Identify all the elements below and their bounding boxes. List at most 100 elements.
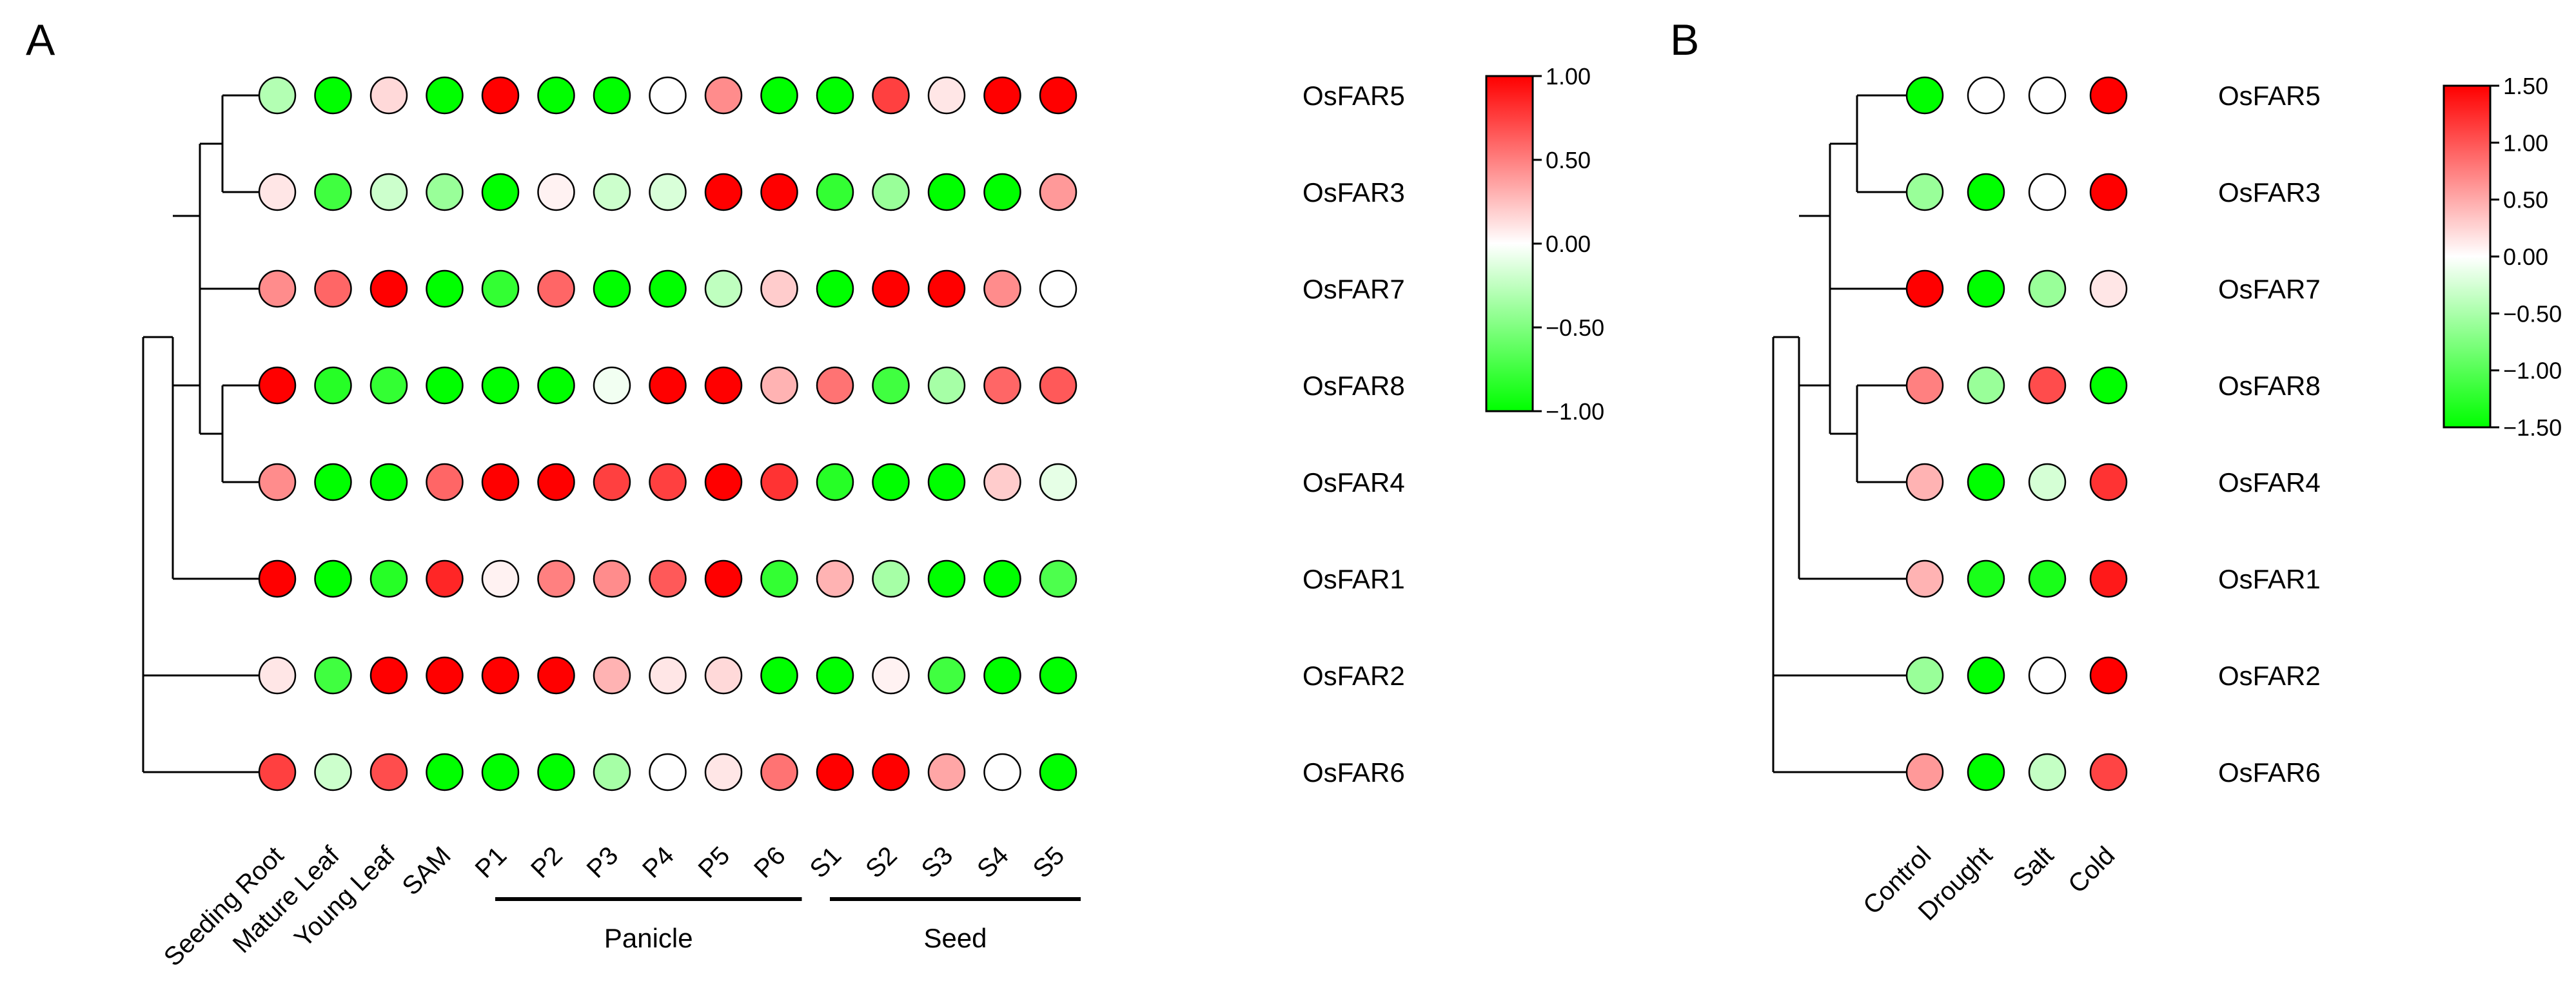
heatmap-cell <box>537 173 575 211</box>
panel-b-colorbar-ticks: 1.501.000.500.00−0.50−1.00−1.50 <box>2490 73 2562 441</box>
row-label: OsFAR8 <box>1303 371 1405 401</box>
heatmap-cell <box>481 76 520 115</box>
heatmap-cell <box>369 463 408 501</box>
heatmap-cell <box>927 463 966 501</box>
heatmap-cell <box>593 269 631 308</box>
heatmap-cell <box>1039 656 1077 695</box>
heatmap-cell <box>593 559 631 598</box>
heatmap-cell <box>816 753 854 791</box>
heatmap-cell <box>983 559 1021 598</box>
row-label: OsFAR6 <box>2218 757 2321 788</box>
heatmap-cell <box>2028 269 2067 308</box>
heatmap-cell <box>593 173 631 211</box>
row-label: OsFAR8 <box>2218 371 2321 401</box>
heatmap-cell <box>1967 76 2005 115</box>
heatmap-cell <box>2089 269 2128 308</box>
heatmap-cell <box>2089 76 2128 115</box>
heatmap-cell <box>872 463 910 501</box>
heatmap-cell <box>314 76 352 115</box>
heatmap-cell <box>927 656 966 695</box>
heatmap-cell <box>760 269 798 308</box>
heatmap-cell <box>816 463 854 501</box>
heatmap-cell <box>704 269 743 308</box>
heatmap-cell <box>1039 753 1077 791</box>
heatmap-cell <box>2089 463 2128 501</box>
heatmap-cell <box>983 753 1021 791</box>
heatmap-cell <box>872 269 910 308</box>
heatmap-cell <box>1905 76 1944 115</box>
heatmap-cell <box>1967 463 2005 501</box>
row-label: OsFAR7 <box>2218 274 2321 304</box>
heatmap-cell <box>1039 366 1077 405</box>
heatmap-cell <box>1039 269 1077 308</box>
heatmap-cell <box>816 76 854 115</box>
column-label: P3 <box>582 841 624 884</box>
heatmap-cell <box>2089 173 2128 211</box>
heatmap-cell <box>1905 463 1944 501</box>
heatmap-cell <box>426 656 464 695</box>
colorbar-tick-label: −1.00 <box>2503 358 2562 384</box>
heatmap-cell <box>2089 753 2128 791</box>
panel-b-row-labels: OsFAR5OsFAR3OsFAR7OsFAR8OsFAR4OsFAR1OsFA… <box>2218 81 2321 788</box>
panel-b-letter: B <box>1670 15 1699 64</box>
heatmap-cell <box>258 463 297 501</box>
heatmap-cell <box>314 269 352 308</box>
heatmap-cell <box>816 559 854 598</box>
heatmap-cell <box>426 559 464 598</box>
heatmap-cell <box>927 559 966 598</box>
column-label: S3 <box>916 841 959 884</box>
heatmap-cell <box>1967 656 2005 695</box>
row-label: OsFAR6 <box>1303 757 1405 788</box>
heatmap-cell <box>983 463 1021 501</box>
heatmap-cell <box>314 463 352 501</box>
row-label: OsFAR4 <box>2218 467 2321 498</box>
heatmap-cell <box>258 366 297 405</box>
heatmap-cell <box>258 76 297 115</box>
heatmap-cell <box>872 173 910 211</box>
heatmap-cell <box>2028 753 2067 791</box>
heatmap-cell <box>760 366 798 405</box>
heatmap-cell <box>760 753 798 791</box>
heatmap-cell <box>593 753 631 791</box>
heatmap-cell <box>593 656 631 695</box>
heatmap-cell <box>481 559 520 598</box>
colorbar-tick-label: 0.00 <box>2503 244 2548 270</box>
heatmap-cell <box>816 656 854 695</box>
heatmap-cell <box>593 76 631 115</box>
heatmap-cell <box>481 366 520 405</box>
heatmap-cell <box>426 366 464 405</box>
heatmap-cell <box>369 366 408 405</box>
heatmap-cell <box>369 76 408 115</box>
panel-a: A OsFAR5OsFAR3OsFAR7OsFAR8OsFAR4OsFAR1Os… <box>26 15 1604 972</box>
heatmap-cell <box>258 559 297 598</box>
heatmap-cell <box>983 656 1021 695</box>
heatmap-cell <box>1039 76 1077 115</box>
column-label: P4 <box>637 841 680 884</box>
heatmap-cell <box>1967 366 2005 405</box>
heatmap-cell <box>649 753 687 791</box>
heatmap-cell <box>927 269 966 308</box>
panel-b-cells <box>1905 76 2128 791</box>
heatmap-cell <box>1967 269 2005 308</box>
heatmap-cell <box>816 366 854 405</box>
column-label: P6 <box>749 841 791 884</box>
panel-a-cells <box>258 76 1077 791</box>
heatmap-cell <box>1905 173 1944 211</box>
panel-a-letter: A <box>26 15 55 64</box>
row-label: OsFAR1 <box>2218 564 2321 594</box>
colorbar-tick-label: −1.50 <box>2503 414 2562 441</box>
heatmap-cell <box>649 173 687 211</box>
heatmap-cell <box>314 173 352 211</box>
row-label: OsFAR5 <box>2218 81 2321 111</box>
panel-b-colorbar: 1.501.000.500.00−0.50−1.00−1.50 <box>2443 73 2562 441</box>
heatmap-cell <box>1039 173 1077 211</box>
row-label: OsFAR4 <box>1303 467 1405 498</box>
heatmap-cell <box>2028 559 2067 598</box>
row-label: OsFAR1 <box>1303 564 1405 594</box>
heatmap-cell <box>426 76 464 115</box>
column-label: S5 <box>1028 841 1070 884</box>
panel-a-row-labels: OsFAR5OsFAR3OsFAR7OsFAR8OsFAR4OsFAR1OsFA… <box>1303 81 1405 788</box>
heatmap-cell <box>983 366 1021 405</box>
heatmap-cell <box>704 76 743 115</box>
